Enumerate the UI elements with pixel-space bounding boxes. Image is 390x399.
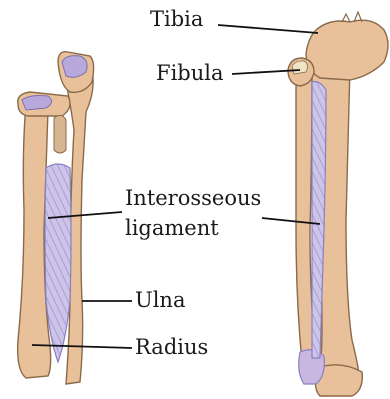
ulna-cartilage [62, 56, 87, 78]
leader-interosseous-leg [262, 218, 320, 224]
label-ulna: Ulna [135, 290, 185, 311]
radius-cartilage [22, 96, 52, 111]
forearm-membrane-upper [54, 115, 66, 153]
label-interosseous: Interosseous [125, 188, 261, 209]
label-radius: Radius [135, 337, 208, 358]
tibia-plateau [306, 20, 388, 80]
label-tibia: Tibia [150, 9, 203, 30]
leader-tibia [218, 25, 318, 33]
label-ligament: ligament [125, 218, 219, 239]
leg-bones [288, 12, 388, 396]
label-fibula: Fibula [156, 63, 224, 84]
